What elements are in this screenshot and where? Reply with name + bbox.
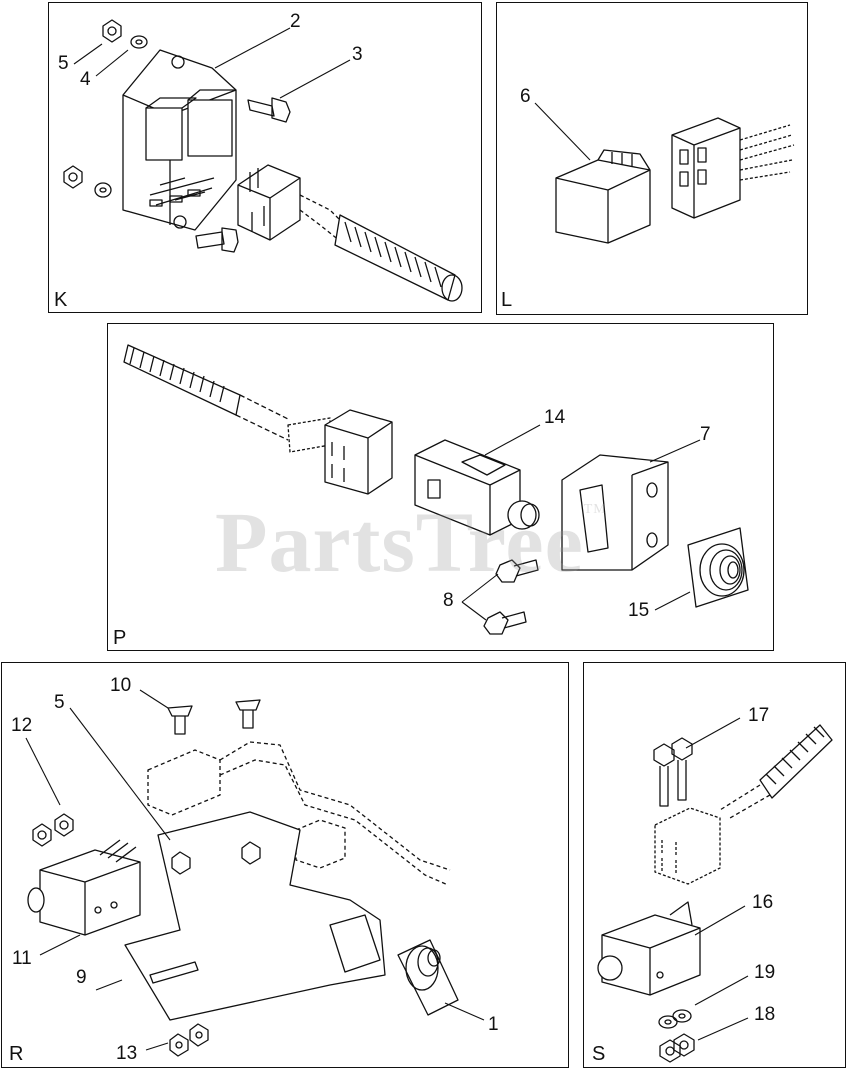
callout-14: 14 xyxy=(544,407,566,428)
callout-18: 18 xyxy=(754,1004,776,1025)
callout-15: 15 xyxy=(628,600,650,621)
nuts-r xyxy=(32,813,209,1057)
callout-13: 13 xyxy=(116,1043,138,1064)
callout-9: 9 xyxy=(76,967,87,988)
callout-11: 11 xyxy=(12,948,32,969)
callout-7: 7 xyxy=(700,424,711,445)
watermark-trademark: TM xyxy=(583,502,607,517)
harness-r xyxy=(147,741,451,886)
switch-s xyxy=(597,901,701,996)
callout-1: 1 xyxy=(488,1014,499,1035)
washer-nut-s xyxy=(658,1009,695,1063)
screws-r xyxy=(167,699,261,735)
bumper-p xyxy=(687,527,749,608)
callout-2: 2 xyxy=(290,11,301,32)
callout-8: 8 xyxy=(443,590,454,611)
harness-s xyxy=(654,724,833,885)
callout-19: 19 xyxy=(754,962,776,983)
bracket-p xyxy=(561,454,669,571)
watermark: PartsTreeTM xyxy=(215,492,607,592)
panel-letter-l: L xyxy=(501,289,513,311)
callout-3: 3 xyxy=(352,44,363,65)
callout-5: 5 xyxy=(58,53,69,74)
relay-module-k xyxy=(122,49,237,231)
bracket-r xyxy=(124,811,386,1021)
callout-4: 4 xyxy=(80,69,91,90)
callout-10: 10 xyxy=(110,675,132,696)
panel-s xyxy=(583,662,846,1068)
callout-6: 6 xyxy=(520,86,531,107)
socket-l xyxy=(671,117,795,219)
callout-12: 12 xyxy=(11,715,33,736)
callout-5-r: 5 xyxy=(54,692,65,713)
panel-l xyxy=(496,2,808,315)
watermark-text: PartsTree xyxy=(215,494,584,590)
panel-letter-s: S xyxy=(592,1043,606,1065)
bolts-s xyxy=(653,737,693,807)
callout-17: 17 xyxy=(748,705,770,726)
leader-lines xyxy=(25,27,749,1051)
callout-16: 16 xyxy=(752,892,774,913)
switch-r xyxy=(27,839,141,936)
bolts-k xyxy=(195,97,291,253)
panel-letter-p: P xyxy=(113,627,127,649)
switch-p xyxy=(414,439,540,536)
bumper-r xyxy=(397,939,459,1016)
harness-connector-k xyxy=(237,164,463,302)
panel-letter-r: R xyxy=(9,1043,24,1065)
relay-l xyxy=(555,149,651,244)
harness-p xyxy=(123,344,393,495)
nut-washer-k xyxy=(63,19,148,198)
screws-p xyxy=(483,559,539,635)
panel-letter-k: K xyxy=(54,289,68,311)
